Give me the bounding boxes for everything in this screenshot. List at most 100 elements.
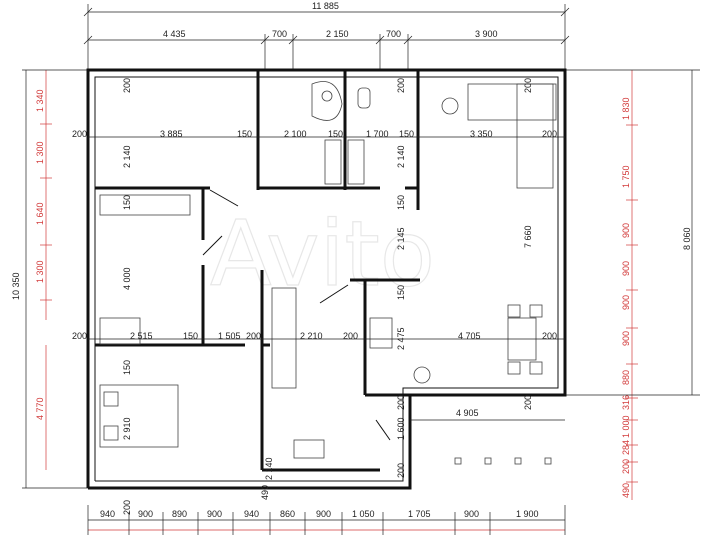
dim-label: 200 [246, 331, 261, 341]
right-dim-2: 1 750 [621, 165, 631, 188]
dim-label: 1 700 [366, 129, 389, 139]
dim-label: 200 [523, 78, 533, 93]
right-dim-1: 1 830 [621, 97, 631, 120]
bottom-dim-4: 900 [207, 509, 222, 519]
dim-label: 1 505 [218, 331, 241, 341]
chair-icon [529, 361, 543, 375]
dim-label: 2 210 [300, 331, 323, 341]
dim-label: 2 145 [396, 227, 406, 250]
dim-label: 150 [328, 129, 343, 139]
column-icon [484, 457, 492, 465]
top-dim-1: 4 435 [163, 29, 186, 39]
bottom-dim-9: 1 705 [408, 509, 431, 519]
right-dim-5: 900 [621, 295, 631, 310]
stove-icon [369, 317, 393, 349]
overall-width-dimension: 11 885 [83, 1, 570, 70]
top-dim-3: 2 150 [326, 29, 349, 39]
dim-label: 200 [343, 331, 358, 341]
left-dim-3: 1 640 [35, 202, 45, 225]
bed-icon [99, 317, 141, 345]
sofa-icon [467, 83, 557, 121]
bathtub-icon [311, 81, 343, 121]
dim-label: 200 [72, 331, 87, 341]
dim-label: 150 [396, 195, 406, 210]
right-dim-7: 880 [621, 370, 631, 385]
dim-label: 4 705 [458, 331, 481, 341]
inner-dimensions: 200 3 885 150 2 100 150 1 700 150 3 350 … [72, 78, 565, 515]
right-dim-4: 900 [621, 261, 631, 276]
dim-label: 150 [183, 331, 198, 341]
bottom-dim-7: 900 [316, 509, 331, 519]
cooktop-icon [293, 439, 325, 459]
bottom-dim-5: 940 [244, 509, 259, 519]
dim-label: 2 515 [130, 331, 153, 341]
top-dim-5: 3 900 [475, 29, 498, 39]
left-dim-4: 1 300 [35, 260, 45, 283]
dim-label: 200 [396, 463, 406, 478]
sink-icon [347, 139, 365, 185]
dim-label: 200 [122, 78, 132, 93]
bottom-dim-3: 890 [172, 509, 187, 519]
column-icon [454, 457, 462, 465]
dim-label: 150 [399, 129, 414, 139]
column-icon [544, 457, 552, 465]
dim-label: 200 [542, 331, 557, 341]
toilet-icon [357, 87, 371, 109]
bottom-dimension-chain: 940 900 890 900 940 860 900 1 050 1 705 … [87, 505, 566, 535]
top-dim-2: 700 [272, 29, 287, 39]
sofa-corner-icon [516, 83, 554, 189]
bottom-dim-8: 1 050 [352, 509, 375, 519]
dim-label: 4 000 [122, 267, 132, 290]
dim-label: 3 885 [160, 129, 183, 139]
right-dim-3: 900 [621, 223, 631, 238]
right-dimension-chain: 8 060 1 830 1 750 900 900 900 900 880 31… [565, 69, 700, 500]
bottom-dim-10: 900 [464, 509, 479, 519]
dim-label: 2 910 [122, 417, 132, 440]
dim-label: 2 140 [264, 457, 274, 480]
sink-icon [324, 139, 342, 185]
walls [86, 68, 567, 490]
right-dim-11: 200 [621, 459, 631, 474]
dim-label: 4 905 [456, 408, 479, 418]
watermark: Avito [210, 202, 435, 307]
bottom-dim-1: 940 [100, 509, 115, 519]
furniture [99, 81, 557, 465]
right-dim-10: 284 [621, 440, 631, 455]
dim-label: 150 [237, 129, 252, 139]
top-dim-4: 700 [386, 29, 401, 39]
dim-label: 200 [523, 395, 533, 410]
dim-label: 1 600 [396, 417, 406, 440]
chair-icon [507, 304, 521, 318]
column-icon [514, 457, 522, 465]
left-dimension-chain: 10 350 1 340 1 300 1 640 1 300 4 770 [11, 69, 88, 489]
dim-label: 150 [396, 285, 406, 300]
right-dim-6: 900 [621, 331, 631, 346]
lamp-icon [441, 97, 459, 115]
bottom-dim-11: 1 900 [516, 509, 539, 519]
bottom-dim-2: 900 [138, 509, 153, 519]
dim-label: 490 [260, 485, 270, 500]
dim-label: 200 [396, 78, 406, 93]
left-dim-2: 1 300 [35, 141, 45, 164]
bed-icon [99, 384, 179, 448]
dim-label: 200 [542, 129, 557, 139]
right-dim-8: 316 [621, 395, 631, 410]
bottom-dim-6: 860 [280, 509, 295, 519]
right-dim-9: 1 000 [621, 415, 631, 438]
left-dim-lower: 4 770 [35, 397, 45, 420]
sink-round-icon [413, 366, 431, 384]
dim-label: 3 350 [470, 129, 493, 139]
right-dim-12: 490 [621, 483, 631, 498]
dim-label: 2 100 [284, 129, 307, 139]
dim-label: 150 [122, 195, 132, 210]
dim-label: 2 140 [122, 145, 132, 168]
left-dim-1: 1 340 [35, 89, 45, 112]
wardrobe-icon [99, 194, 191, 216]
dim-label: 150 [122, 360, 132, 375]
dim-label: 7 660 [523, 225, 533, 248]
dim-label: 200 [396, 395, 406, 410]
overall-width-label: 11 885 [312, 1, 339, 11]
closet-icon [271, 287, 297, 389]
dim-label: 200 [122, 500, 132, 515]
